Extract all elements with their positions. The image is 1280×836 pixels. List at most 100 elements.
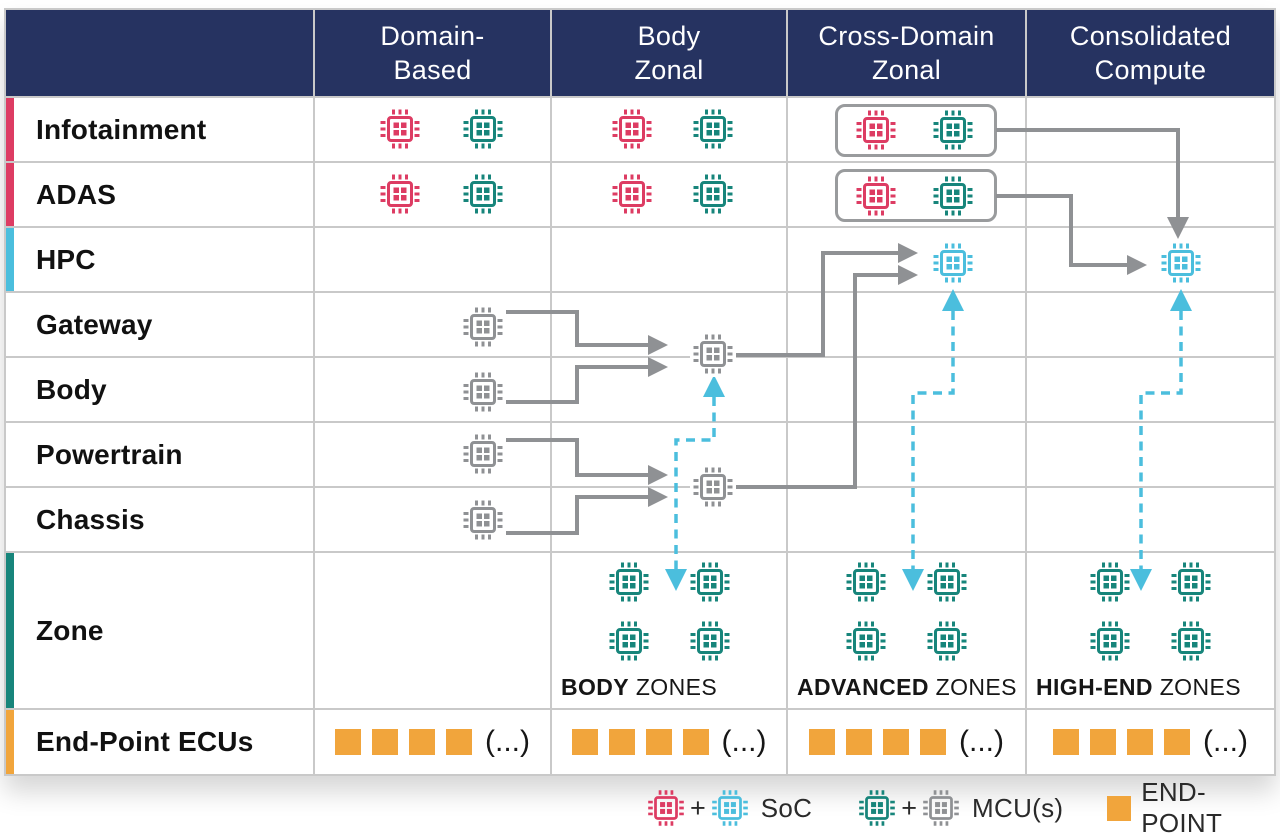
endpoint-square-icon xyxy=(1053,729,1079,755)
row-label-infotainment: Infotainment xyxy=(6,98,313,161)
cell-powertrain-body-zonal xyxy=(552,423,786,486)
column-header-body-zonal: Body Zonal xyxy=(552,10,786,96)
cell-chassis-body-zonal xyxy=(552,488,786,551)
legend-label-endpoint: END-POINT xyxy=(1141,777,1223,836)
row-label-powertrain: Powertrain xyxy=(6,423,313,486)
endpoint-square-icon xyxy=(1107,795,1132,821)
endpoint-ellipsis: (...) xyxy=(485,725,530,758)
plus-sign: + xyxy=(901,792,918,823)
endpoint-square-icon xyxy=(920,729,946,755)
row-color-bar xyxy=(6,163,14,226)
chip-icon-soc-blue xyxy=(930,240,976,286)
cell-hpc-body-zonal xyxy=(552,228,786,291)
header-line: Body xyxy=(637,21,701,51)
row-label-text: Zone xyxy=(36,614,104,646)
zone-label-advanced-zones: ADVANCED ZONES xyxy=(797,674,1017,700)
chip-icon-soc-blue xyxy=(709,787,751,829)
chip-icon-mcu-teal xyxy=(1168,618,1214,664)
row-label-chassis: Chassis xyxy=(6,488,313,551)
chip-icon-mcu-teal xyxy=(843,618,889,664)
endpoint-ellipsis: (...) xyxy=(1203,725,1248,758)
endpoint-square-icon xyxy=(1090,729,1116,755)
chip-icon-soc-blue xyxy=(1158,240,1204,286)
chip-icon-mcu-teal xyxy=(856,787,898,829)
chip-icon-mcu-teal xyxy=(690,106,736,152)
endpoint-square-icon xyxy=(846,729,872,755)
column-header-domain-based: Domain- Based xyxy=(315,10,550,96)
row-label-text: End-Point ECUs xyxy=(36,726,254,757)
row-label-text: Gateway xyxy=(36,308,153,340)
column-header-consolidated-compute: Consolidated Compute xyxy=(1027,10,1274,96)
cell-powertrain-domain-based xyxy=(315,423,550,486)
row-label-body: Body xyxy=(6,358,313,421)
cell-endpoint-body-zonal: (...) xyxy=(552,710,786,774)
chip-icon-mcu-teal xyxy=(460,171,506,217)
endpoint-square-icon xyxy=(1127,729,1153,755)
chip-icon-mcu-gray xyxy=(920,787,962,829)
cell-zone-consolidated: HIGH-END ZONES xyxy=(1027,553,1274,708)
legend-mcu-group: + MCU(s) xyxy=(856,787,1063,829)
row-label-text: HPC xyxy=(36,243,96,275)
cell-hpc-cross-domain xyxy=(788,228,1025,291)
chip-icon-soc-red xyxy=(609,171,655,217)
legend-label-soc: SoC xyxy=(760,792,813,823)
chip-icon-mcu-gray xyxy=(460,304,506,350)
legend-soc-group: + SoC xyxy=(645,787,812,829)
cell-adas-body-zonal xyxy=(552,163,786,226)
endpoint-square-icon xyxy=(446,729,472,755)
row-color-bar xyxy=(6,553,14,708)
chip-icon-soc-red xyxy=(853,107,899,153)
endpoint-square-icon xyxy=(335,729,361,755)
row-color-bar xyxy=(6,98,14,161)
endpoint-square-icon xyxy=(809,729,835,755)
row-label-text: Infotainment xyxy=(36,113,207,145)
zone-chip-grid xyxy=(606,559,733,664)
chip-icon-mcu-teal xyxy=(687,618,733,664)
chip-icon-mcu-teal xyxy=(924,618,970,664)
endpoint-square-icon xyxy=(1164,729,1190,755)
cell-zone-domain-based xyxy=(315,553,550,708)
chip-icon-soc-red xyxy=(853,173,899,219)
cell-endpoint-domain-based: (...) xyxy=(315,710,550,774)
chip-icon-mcu-teal xyxy=(690,171,736,217)
cell-hpc-consolidated xyxy=(1027,228,1274,291)
header-line: Based xyxy=(393,55,472,85)
chip-icon-mcu-gray xyxy=(690,464,736,510)
chip-icon-mcu-teal xyxy=(1168,559,1214,605)
endpoint-square-icon xyxy=(645,729,672,755)
chip-icon-soc-red xyxy=(377,106,423,152)
chip-icon-mcu-teal xyxy=(606,559,652,605)
legend-label-mcu: MCU(s) xyxy=(972,792,1064,823)
row-label-end-point-ecus: End-Point ECUs xyxy=(6,710,313,774)
row-label-gateway: Gateway xyxy=(6,293,313,356)
cell-zone-cross-domain: ADVANCED ZONES xyxy=(788,553,1025,708)
endpoint-square-icon xyxy=(571,729,598,755)
header-line: Cross-Domain xyxy=(818,21,995,51)
row-label-text: Powertrain xyxy=(36,438,183,470)
row-label-hpc: HPC xyxy=(6,228,313,291)
chip-icon-mcu-teal xyxy=(1087,559,1133,605)
column-header-cross-domain-zonal: Cross-Domain Zonal xyxy=(788,10,1025,96)
chip-icon-mcu-teal xyxy=(1087,618,1133,664)
legend: + SoC + MCU(s) END-POINT xyxy=(645,777,1280,836)
cell-infotainment-body-zonal xyxy=(552,98,786,161)
cell-body-cross-domain xyxy=(788,358,1025,421)
cell-body-consolidated xyxy=(1027,358,1274,421)
cell-hpc-domain-based xyxy=(315,228,550,291)
cell-powertrain-consolidated xyxy=(1027,423,1274,486)
plus-sign: + xyxy=(690,792,706,823)
endpoint-squares xyxy=(809,729,957,755)
row-color-bar xyxy=(6,710,14,774)
endpoint-square-icon xyxy=(409,729,435,755)
endpoint-squares xyxy=(571,729,720,755)
row-color-bar xyxy=(6,228,14,291)
cell-zone-body-zonal: BODY ZONES xyxy=(552,553,786,708)
chip-icon-mcu-gray xyxy=(460,431,506,477)
header-line: Consolidated xyxy=(1069,21,1232,51)
header-line: Zonal xyxy=(634,55,704,85)
endpoint-ellipsis: (...) xyxy=(721,725,767,758)
row-label-text: ADAS xyxy=(36,178,117,210)
cell-infotainment-consolidated xyxy=(1027,98,1274,161)
chip-icon-mcu-teal xyxy=(606,618,652,664)
chip-icon-mcu-gray xyxy=(460,369,506,415)
